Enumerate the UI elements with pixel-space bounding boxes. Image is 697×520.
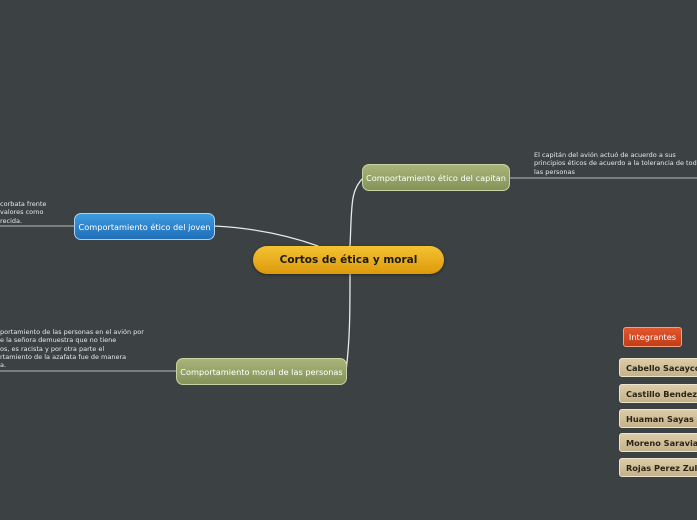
member-node[interactable]: Castillo Bendezu <box>619 384 697 403</box>
member-label: Moreno Saravia <box>626 437 697 448</box>
connector-central-joven <box>213 225 319 247</box>
topic-capitan[interactable]: Comportamiento ético del capitan <box>362 164 510 191</box>
connector-central-personas <box>345 273 351 372</box>
integrantes-label: Integrantes <box>628 332 677 342</box>
note-joven[interactable]: corbata frente valores como recida. <box>0 200 46 225</box>
note-personas[interactable]: portamiento de las personas en el avión … <box>0 328 144 369</box>
note-capitan-line: las personas <box>534 167 575 176</box>
member-node[interactable]: Huaman Sayas A <box>619 409 697 428</box>
note-capitan-line: El capitán del avión actuó de acuerdo a … <box>534 151 676 159</box>
central-topic[interactable]: Cortos de ética y moral <box>253 246 444 274</box>
note-joven-line: recida. <box>0 216 23 225</box>
note-personas-line: a. <box>0 361 7 370</box>
note-personas-line: rtamiento de la azafata fue de manera <box>0 352 127 361</box>
note-personas-line: e la señora demuestra que no tiene <box>0 336 117 345</box>
topic-personas-label: Comportamiento moral de las personas <box>180 366 343 377</box>
member-label: Rojas Perez Zul <box>626 462 697 473</box>
member-node[interactable]: Cabello Sacayco <box>619 358 697 377</box>
note-personas-line: os, es racista y por otra parte el <box>0 344 105 353</box>
note-capitan-line: principios éticos de acuerdo a la tolera… <box>534 159 697 168</box>
note-personas-line: portamiento de las personas en el avión … <box>0 328 144 336</box>
note-capitan[interactable]: El capitán del avión actuó de acuerdo a … <box>534 151 697 176</box>
member-node[interactable]: Rojas Perez Zul <box>619 458 697 477</box>
member-label: Castillo Bendezu <box>626 388 697 399</box>
member-node[interactable]: Moreno Saravia <box>619 433 697 452</box>
topic-joven[interactable]: Comportamiento ético del joven <box>74 213 215 240</box>
connector-central-capitan <box>349 176 365 247</box>
topic-capitan-label: Comportamiento ético del capitan <box>366 172 506 183</box>
member-label: Cabello Sacayco <box>626 362 697 373</box>
integrantes-topic[interactable]: Integrantes <box>623 327 682 347</box>
note-joven-line: corbata frente <box>0 200 47 208</box>
member-label: Huaman Sayas A <box>626 413 697 424</box>
central-topic-label: Cortos de ética y moral <box>279 254 418 266</box>
topic-joven-label: Comportamiento ético del joven <box>78 221 211 232</box>
note-joven-line: valores como <box>0 208 44 217</box>
topic-personas[interactable]: Comportamiento moral de las personas <box>176 358 347 385</box>
